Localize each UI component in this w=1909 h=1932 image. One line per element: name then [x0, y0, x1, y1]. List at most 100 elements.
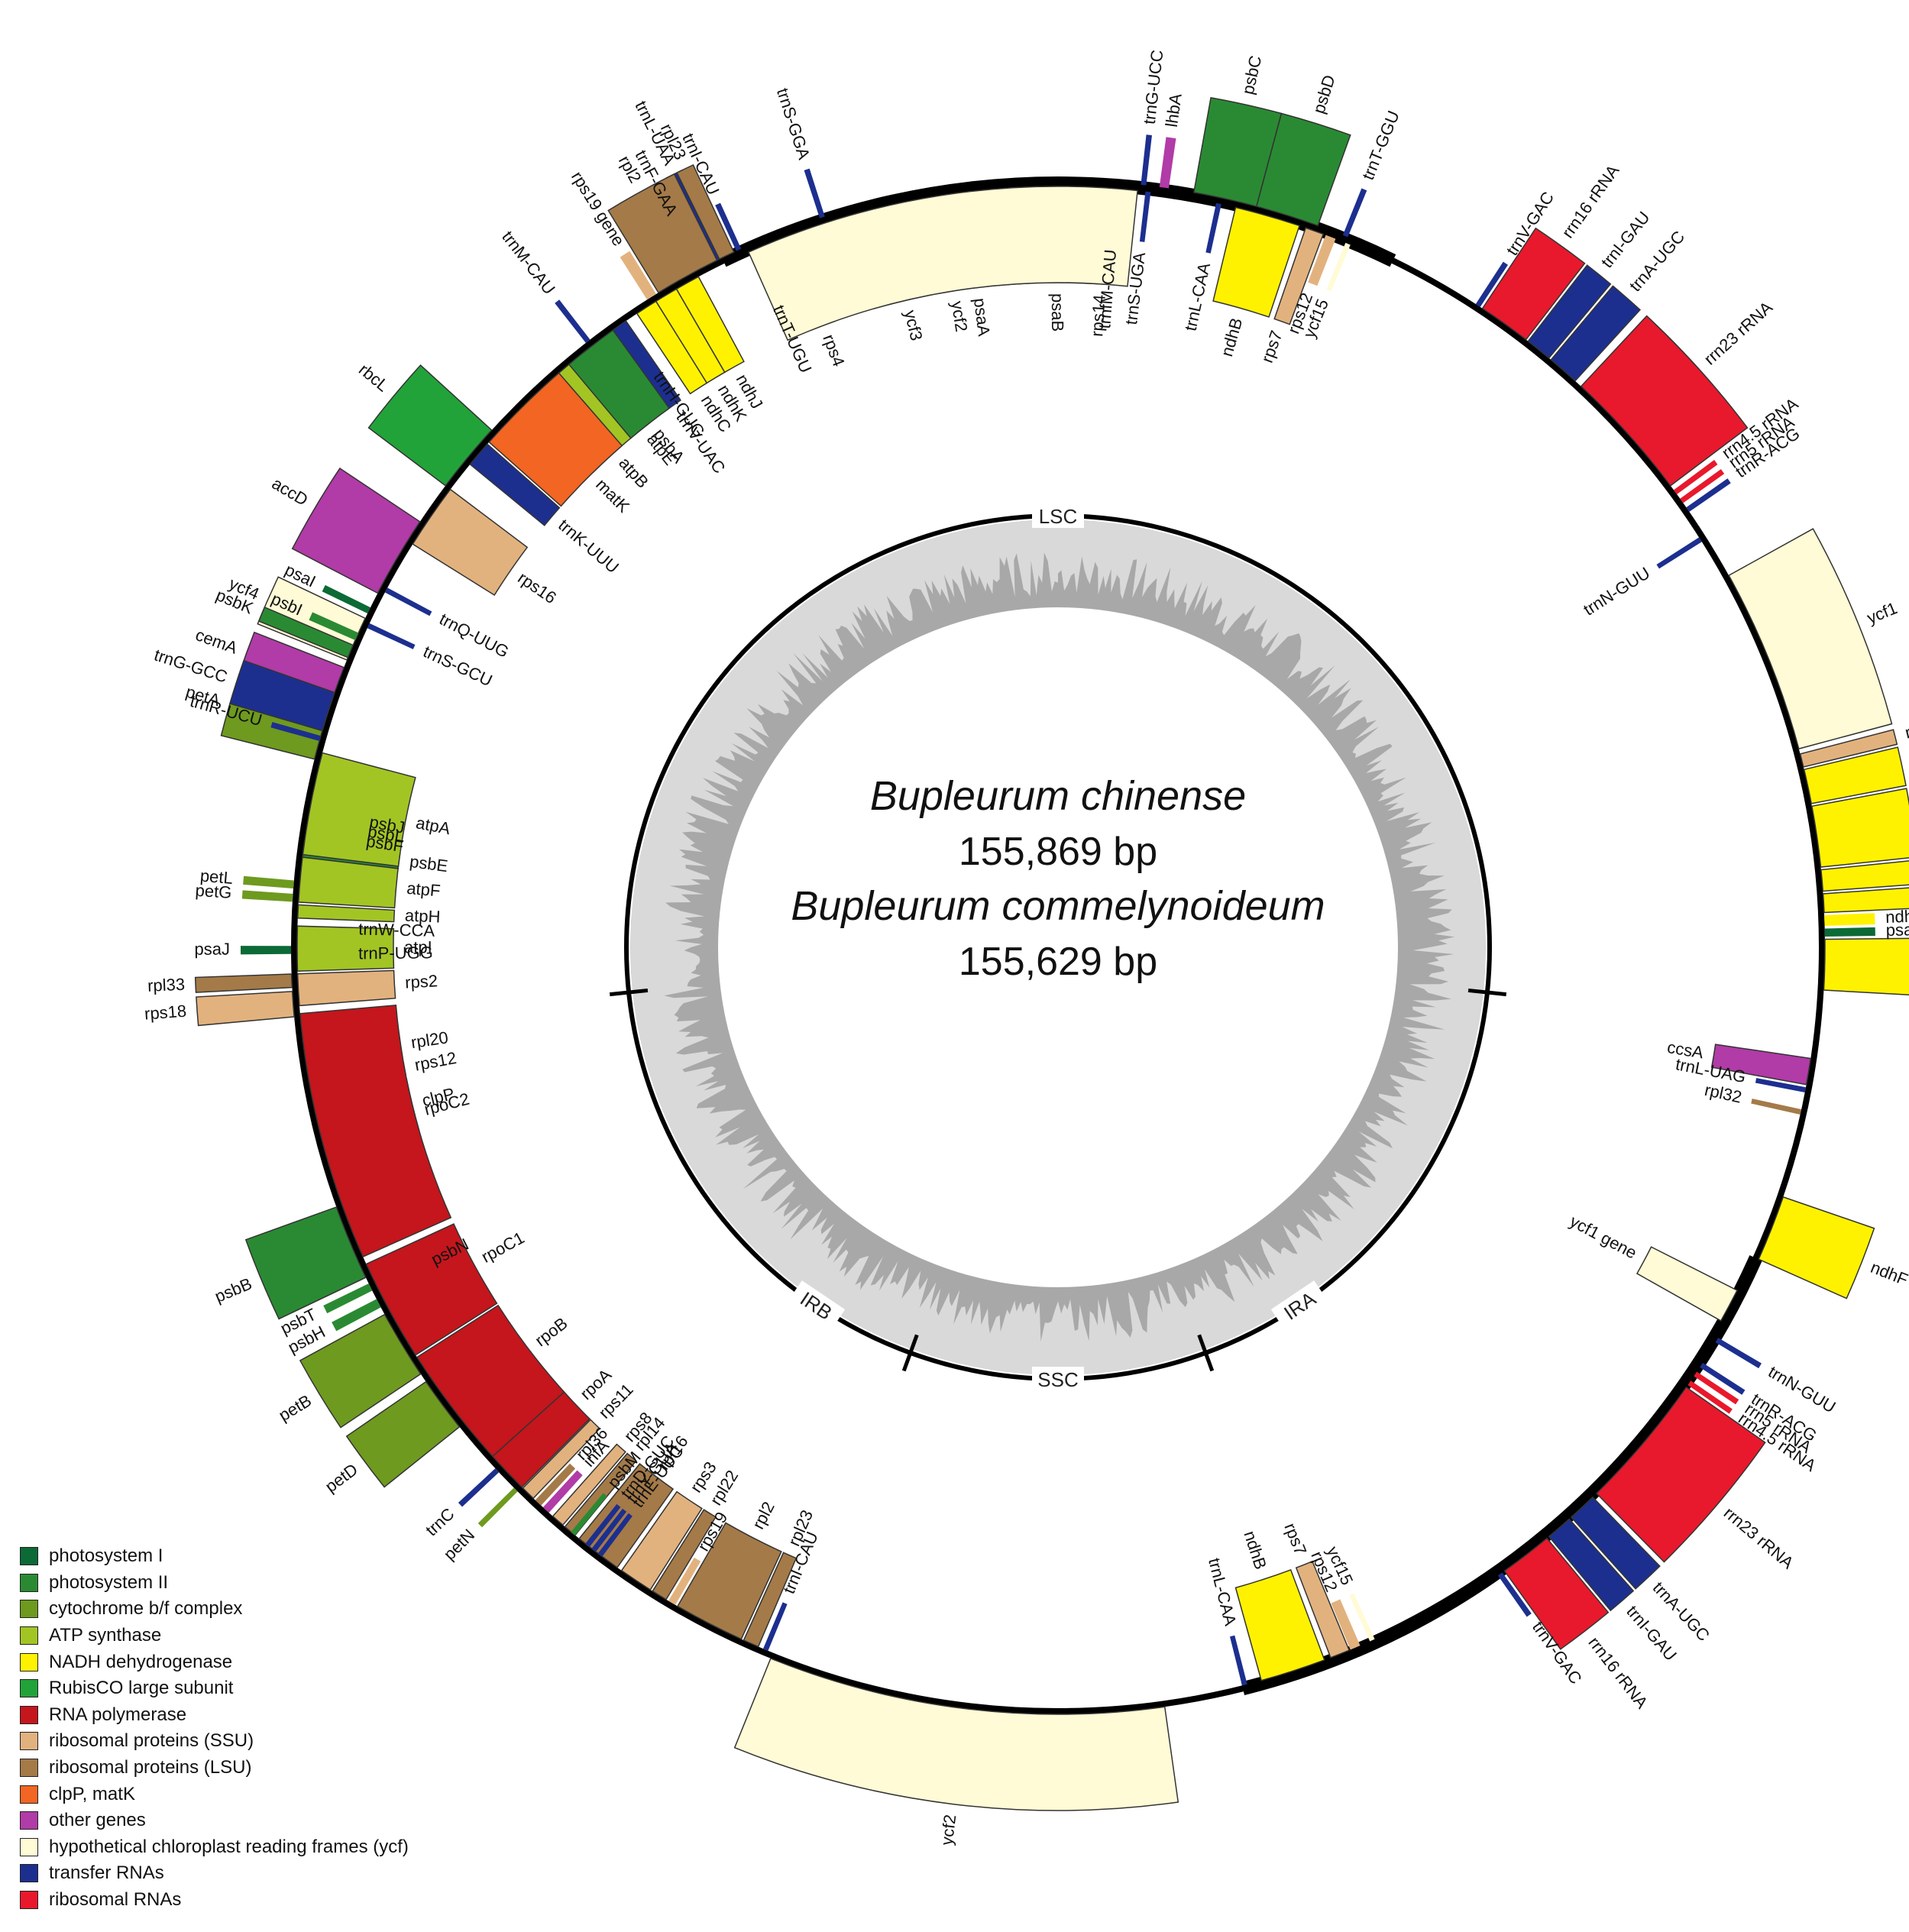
- gene-trnn-guu: [1656, 537, 1702, 569]
- gene-label: psaJ: [194, 940, 230, 959]
- gene-label: ndhB: [1240, 1529, 1270, 1572]
- gene-trny-gua: [591, 1508, 627, 1552]
- gene-ndhi: [1820, 860, 1909, 892]
- gene-psba: [568, 329, 671, 439]
- gene-ndhj: [675, 276, 745, 374]
- gene-rrn23-rrna: [1595, 1386, 1766, 1563]
- legend-swatch: [20, 1547, 38, 1566]
- legend-label: NADH dehydrogenase: [49, 1651, 233, 1672]
- gene-trni-cau: [715, 202, 742, 251]
- legend-swatch: [20, 1891, 38, 1910]
- legend-item: photosystem I: [20, 1543, 600, 1570]
- gene-label: psbB: [212, 1273, 254, 1306]
- species-name-1: Bupleurum chinense: [870, 773, 1246, 819]
- gene-rpl23: [676, 163, 735, 261]
- gene-atpi: [296, 925, 395, 972]
- gene-rps19-gene: [620, 251, 656, 300]
- gene-trng-ucc: [1141, 134, 1152, 186]
- gene-rps12: [1331, 1599, 1361, 1650]
- gene-trnr-acg: [1700, 1362, 1746, 1395]
- genome-ring: [291, 176, 1825, 1714]
- gene-ycf1-gene: [1636, 1246, 1739, 1322]
- gene-rps11: [522, 1419, 601, 1500]
- legend-item: photosystem II: [20, 1570, 600, 1597]
- gene-label: trnW-CCA: [358, 919, 435, 940]
- gene-trnh-gug: [619, 322, 653, 367]
- gene-label: accD: [269, 474, 312, 510]
- gene-label: rps12: [413, 1048, 458, 1075]
- legend-swatch: [20, 1652, 38, 1671]
- gene-rpl32: [1751, 1099, 1802, 1115]
- region-label-text: LSC: [1039, 505, 1078, 528]
- gene-psai: [322, 584, 370, 614]
- gene-atph: [296, 904, 396, 923]
- legend-item: ATP synthase: [20, 1623, 600, 1649]
- gene-rps16: [412, 488, 529, 597]
- center-title: Bupleurum chinense 155,869 bp Bupleurum …: [791, 773, 1325, 984]
- gene-trnl-uag: [1755, 1078, 1807, 1093]
- legend-item: cytochrome b/f complex: [20, 1596, 600, 1623]
- gene-rrn5-rrna: [1694, 1371, 1739, 1405]
- gene-label: psaB: [1048, 293, 1067, 332]
- gene-label: matK: [592, 475, 633, 516]
- legend-label: photosystem I: [49, 1545, 163, 1567]
- gene-label: ndhF: [1868, 1257, 1909, 1290]
- gene-rps19: [668, 1557, 701, 1605]
- gene-label: rps14: [1087, 294, 1109, 338]
- gene-label: rps15: [1903, 714, 1909, 743]
- genome-length-2: 155,629 bp: [959, 940, 1157, 984]
- legend-swatch: [20, 1705, 38, 1724]
- gene-psbt: [323, 1283, 373, 1314]
- gene-trni-gau: [1527, 264, 1612, 359]
- legend-swatch: [20, 1573, 38, 1592]
- gene-trna-ugc: [1570, 1496, 1661, 1590]
- legend-label: cytochrome b/f complex: [49, 1598, 243, 1620]
- gene-label: rpl33: [147, 975, 186, 995]
- gene-trnv-gac: [1475, 261, 1509, 307]
- legend-swatch: [20, 1785, 38, 1804]
- gene-label: petG: [195, 881, 232, 902]
- gene-ndhh: [1803, 746, 1907, 804]
- gene-trnt-ggu: [1342, 188, 1367, 238]
- gene-rpl2: [676, 1522, 782, 1640]
- region-boundary-tick: [1197, 1334, 1215, 1372]
- region-label-lsc: LSC: [1032, 503, 1084, 528]
- gene-ycf2: [733, 1657, 1179, 1811]
- gene-rpob: [416, 1304, 565, 1458]
- gene-trnl-caa: [1229, 1635, 1247, 1686]
- gene-label: ycf1: [1864, 598, 1900, 627]
- gene-label: lhbA: [1162, 92, 1186, 128]
- gene-atpa: [302, 752, 416, 867]
- gene-label: cemA: [193, 625, 241, 658]
- gene-ndhk: [655, 288, 726, 384]
- gene-label: trnM-CAU: [498, 228, 559, 299]
- gene-trnc: [458, 1468, 500, 1507]
- gene-ycf15: [1349, 1593, 1375, 1642]
- legend-swatch: [20, 1679, 38, 1698]
- gene-petg: [241, 890, 293, 902]
- gene-rps2: [296, 969, 396, 1007]
- gene-label: psbC: [1238, 53, 1266, 96]
- gene-rrn23-rrna: [1580, 315, 1749, 487]
- gene-label: petB: [275, 1390, 315, 1425]
- gene-rpl23: [743, 1552, 798, 1648]
- gene-atpf: [297, 856, 399, 909]
- gene-psbm: [571, 1493, 607, 1536]
- region-boundary-tick: [901, 1334, 919, 1372]
- gene-ndha: [1810, 788, 1909, 868]
- gene-trnr-ucu: [270, 722, 321, 742]
- gene-psaj: [241, 946, 292, 955]
- legend-swatch: [20, 1864, 38, 1883]
- gene-trng-gcc: [229, 659, 335, 732]
- gene-trns-gcu: [367, 623, 416, 649]
- legend-swatch: [20, 1732, 38, 1751]
- gene-label: rps18: [144, 1002, 187, 1024]
- legend-label: clpP, matK: [49, 1783, 135, 1804]
- gene-ycf15: [1326, 242, 1351, 292]
- gene-rps7: [1273, 227, 1325, 325]
- gene-label: ycf1 gene: [1567, 1212, 1640, 1263]
- gene-rps18: [196, 990, 295, 1027]
- gene-label: rpl2: [749, 1499, 778, 1532]
- gene-rpl33: [194, 973, 293, 993]
- legend-swatch: [20, 1626, 38, 1646]
